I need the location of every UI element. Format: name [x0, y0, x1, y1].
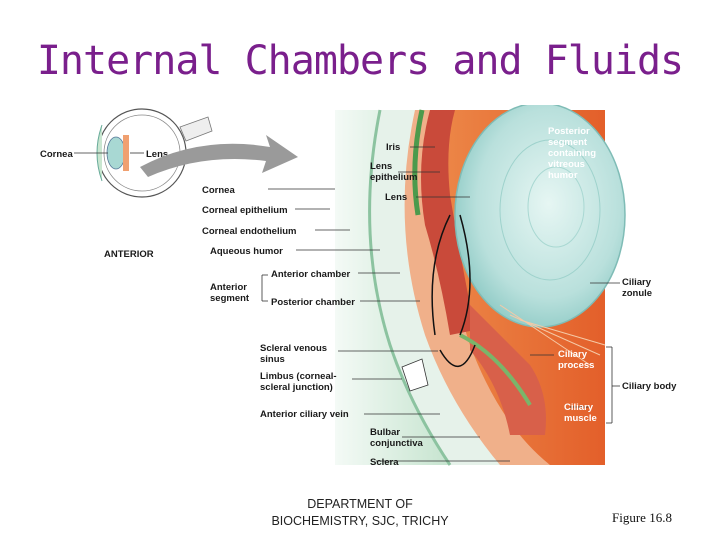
label-ciliary-zonule-1: Ciliary	[622, 277, 652, 288]
label-iris: Iris	[386, 142, 400, 153]
label-ciliary-muscle-1: Ciliary	[564, 402, 594, 413]
label-lens-epithelium-2: epithelium	[370, 172, 418, 183]
label-posterior-segment-1: Posterior	[548, 126, 590, 137]
label-ciliary-body: Ciliary body	[622, 381, 677, 392]
inset-eye	[74, 108, 213, 198]
label-ciliary-muscle-2: muscle	[564, 413, 597, 424]
label-bulbar-2: conjunctiva	[370, 438, 424, 449]
label-bulbar-1: Bulbar	[370, 427, 400, 438]
label-inset-lens: Lens	[146, 149, 168, 160]
label-anterior-segment-1: Anterior	[210, 282, 247, 293]
label-inset-cornea: Cornea	[40, 149, 73, 160]
label-cornea: Cornea	[202, 185, 235, 196]
label-aqueous-humor: Aqueous humor	[210, 246, 283, 257]
label-scleral-venous-2: sinus	[260, 354, 285, 365]
label-posterior-segment-4: vitreous	[548, 159, 585, 170]
label-anterior: ANTERIOR	[104, 249, 154, 260]
figure-number: Figure 16.8	[612, 510, 672, 525]
label-limbus-1: Limbus (corneal-	[260, 371, 337, 382]
label-sclera: Sclera	[370, 457, 399, 468]
label-anterior-ciliary-vein: Anterior ciliary vein	[260, 409, 349, 420]
label-posterior-segment-2: segment	[548, 137, 588, 148]
label-scleral-venous-1: Scleral venous	[260, 343, 327, 354]
page-title: Internal Chambers and Fluids	[36, 38, 684, 84]
department-line-1: DEPARTMENT OF	[307, 497, 413, 511]
label-ciliary-process-2: process	[558, 360, 594, 371]
leader-lines	[261, 146, 620, 462]
label-anterior-chamber: Anterior chamber	[271, 269, 350, 280]
department-line-2: BIOCHEMISTRY, SJC, TRICHY	[271, 514, 449, 528]
label-corneal-endothelium: Corneal endothelium	[202, 226, 296, 237]
label-posterior-chamber: Posterior chamber	[271, 297, 355, 308]
label-lens-epithelium-1: Lens	[370, 161, 392, 172]
eye-section	[335, 105, 626, 466]
label-posterior-segment-3: containing	[548, 148, 596, 159]
department-credit: DEPARTMENT OF BIOCHEMISTRY, SJC, TRICHY	[240, 496, 480, 530]
label-corneal-epithelium: Corneal epithelium	[202, 205, 288, 216]
eye-anatomy-diagram: Cornea Lens ANTERIOR	[40, 105, 677, 468]
label-posterior-segment-5: humor	[548, 170, 578, 181]
label-ciliary-zonule-2: zonule	[622, 288, 652, 299]
zoom-arrow	[140, 135, 298, 177]
label-limbus-2: scleral junction)	[260, 382, 333, 393]
label-ciliary-process-1: Ciliary	[558, 349, 588, 360]
label-anterior-segment-2: segment	[210, 293, 250, 304]
label-lens: Lens	[385, 192, 407, 203]
